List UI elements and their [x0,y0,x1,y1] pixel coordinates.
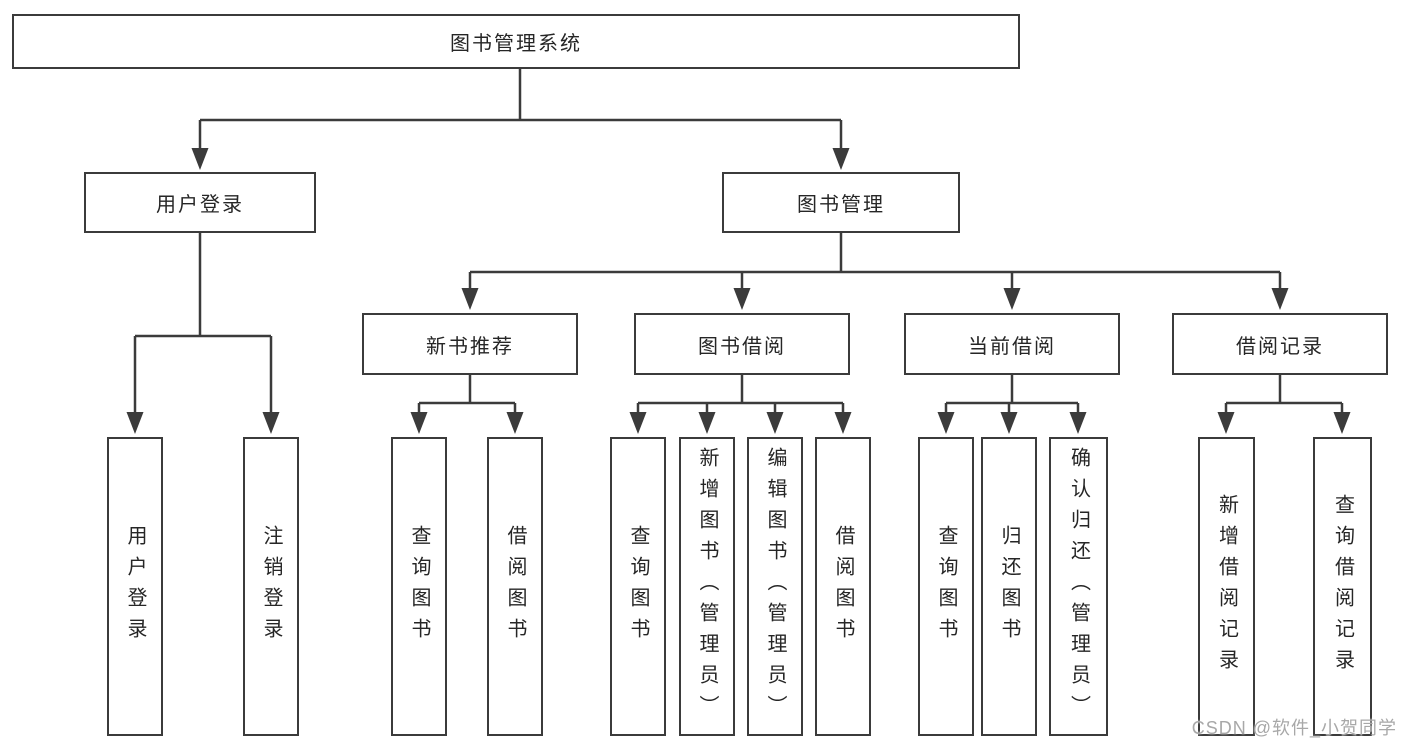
leaf-query-borrow-record: 查询借阅记录 [1313,437,1372,736]
leaf-logout-label: 注销登录 [260,524,282,649]
leaf-query-books-current-label: 查询图书 [935,524,957,649]
leaf-return-book-label: 归还图书 [998,524,1020,649]
arrow-icon [832,148,850,170]
leaf-edit-book-admin: 编辑图书（管理员） [747,437,803,736]
node-user-login-label: 用户登录 [156,194,244,216]
leaf-confirm-return-admin-label: 确认归还（管理员） [1067,447,1090,726]
arrow-icon [1333,412,1351,434]
node-book-borrowing: 图书借阅 [634,313,850,375]
leaf-logout: 注销登录 [243,437,299,736]
arrow-icon [262,412,280,434]
arrow-icon [1069,412,1087,434]
leaf-query-books-borrowing: 查询图书 [610,437,666,736]
arrow-icon [698,412,716,434]
node-root: 图书管理系统 [12,14,1020,69]
leaf-user-login-label: 用户登录 [124,524,146,649]
arrow-icon [629,412,647,434]
arrow-icon [834,412,852,434]
arrow-icon [410,412,428,434]
edge-book-management-children [468,233,1282,292]
node-current-borrowing-label: 当前借阅 [968,335,1056,358]
node-root-label: 图书管理系统 [450,33,582,55]
leaf-query-books-borrowing-label: 查询图书 [627,524,649,649]
edge-borrow-records-children [1224,375,1344,416]
node-new-book-recommend-label: 新书推荐 [426,335,514,358]
leaf-edit-book-admin-label: 编辑图书（管理员） [764,447,786,726]
leaf-add-borrow-record-label: 新增借阅记录 [1215,493,1238,680]
arrow-icon [461,288,479,310]
node-borrow-records: 借阅记录 [1172,313,1388,375]
leaf-borrow-books-recommend: 借阅图书 [487,437,543,736]
node-new-book-recommend: 新书推荐 [362,313,578,375]
leaf-return-book: 归还图书 [981,437,1037,736]
leaf-confirm-return-admin: 确认归还（管理员） [1049,437,1108,736]
leaf-add-book-admin-label: 新增图书（管理员） [696,447,718,726]
edge-book-borrowing-children [636,375,845,416]
arrow-icon [506,412,524,434]
leaf-query-books-recommend-label: 查询图书 [408,524,430,649]
arrow-icon [126,412,144,434]
arrow-icon [733,288,751,310]
leaf-borrow-books-recommend-label: 借阅图书 [504,524,526,649]
node-borrow-records-label: 借阅记录 [1236,335,1324,358]
node-book-borrowing-label: 图书借阅 [698,335,786,358]
leaf-user-login: 用户登录 [107,437,163,736]
edge-root-to-level1 [198,69,843,152]
leaf-query-borrow-record-label: 查询借阅记录 [1331,493,1354,680]
arrow-icon [937,412,955,434]
arrow-icon [1271,288,1289,310]
leaf-borrow-books: 借阅图书 [815,437,871,736]
node-user-login: 用户登录 [84,172,316,233]
leaf-query-books-recommend: 查询图书 [391,437,447,736]
arrow-icon [1217,412,1235,434]
edge-current-borrowing-children [944,375,1080,416]
arrow-icon [1000,412,1018,434]
edge-user-login-children [133,233,273,416]
node-book-management-label: 图书管理 [797,194,885,216]
leaf-add-book-admin: 新增图书（管理员） [679,437,735,736]
edge-new-book-recommend-children [417,375,517,416]
node-book-management: 图书管理 [722,172,960,233]
arrow-icon [766,412,784,434]
arrow-icon [1003,288,1021,310]
csdn-watermark: CSDN @软件_小贺同学 [1191,718,1397,738]
node-current-borrowing: 当前借阅 [904,313,1120,375]
arrow-icon [191,148,209,170]
leaf-add-borrow-record: 新增借阅记录 [1198,437,1255,736]
leaf-query-books-current: 查询图书 [918,437,974,736]
leaf-borrow-books-label: 借阅图书 [832,524,854,649]
